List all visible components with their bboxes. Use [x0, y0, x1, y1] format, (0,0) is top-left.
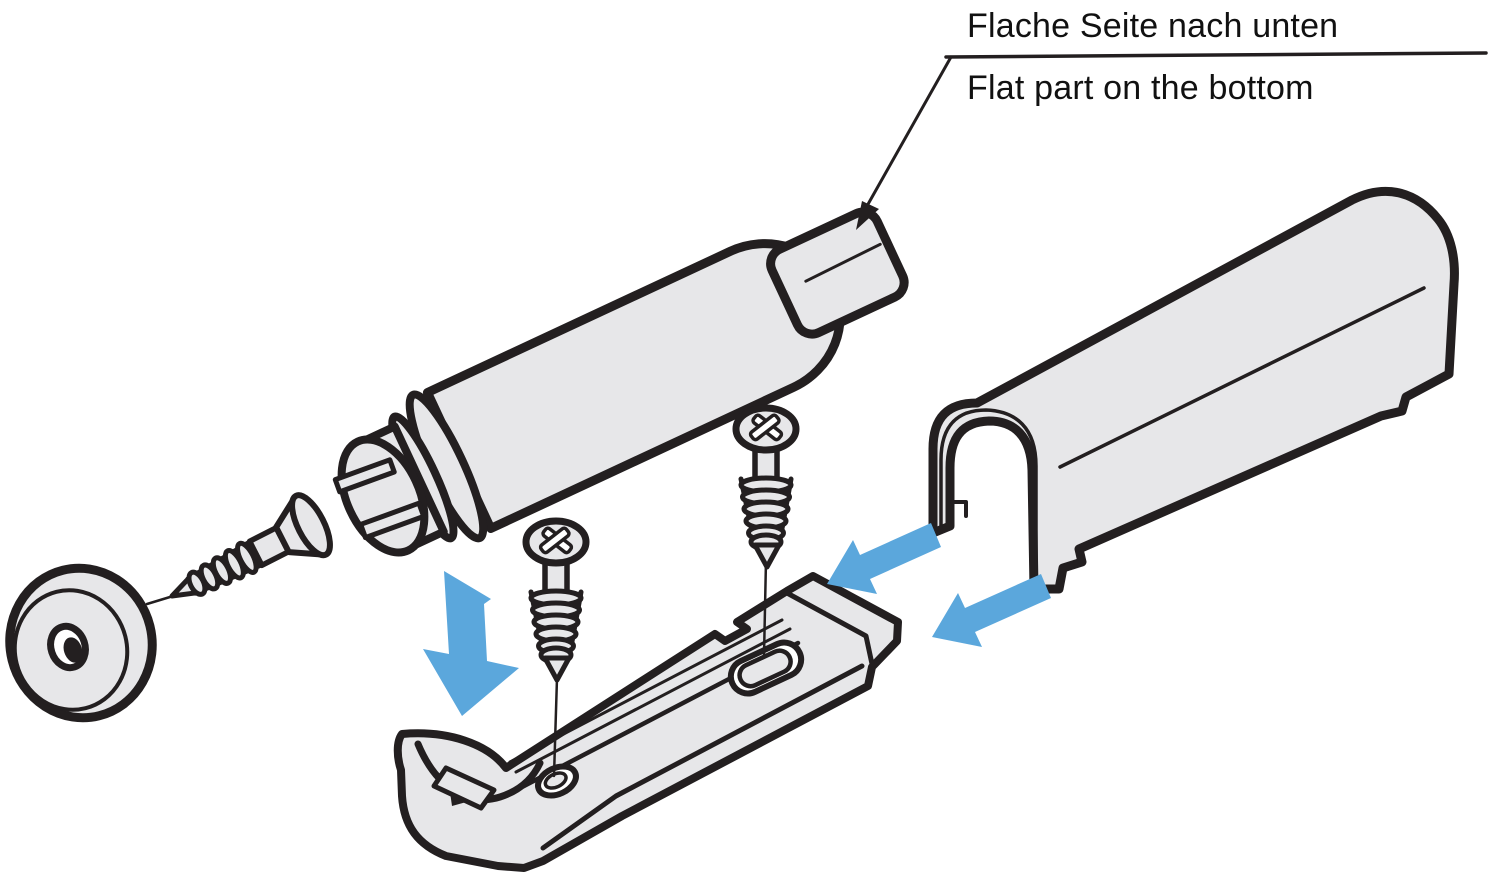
disc-hole-shadow	[63, 637, 83, 663]
pan-head-screw-front	[526, 521, 586, 680]
leader-arrowhead-icon	[856, 201, 879, 230]
pan-head-screw-rear	[736, 408, 796, 567]
cap-slot-lower	[358, 500, 427, 541]
label-german: Flache Seite nach unten	[967, 7, 1339, 45]
slide-arrow-upper-icon	[827, 523, 941, 594]
plunger-edge-line	[804, 242, 882, 283]
slide-arrow-lower-icon	[932, 574, 1051, 647]
label-english: Flat part on the bottom	[967, 69, 1314, 107]
plate-cradle-saddle	[414, 740, 544, 804]
cap-slot-upper	[332, 457, 397, 495]
disc-face-edge	[12, 588, 130, 712]
divider-line	[944, 51, 1488, 59]
insert-arrow-down-icon	[423, 571, 519, 716]
mounting-plate	[393, 572, 902, 872]
screw-guide-line-rear	[762, 558, 768, 658]
plate-flange-inner-edge	[784, 590, 875, 667]
plate-slot-hole	[727, 639, 805, 697]
cover-front-wall-line	[939, 408, 1038, 585]
screw-guide-line-front	[552, 676, 559, 778]
damper-cylinder	[332, 207, 909, 557]
cover-accent-line	[1058, 286, 1426, 469]
leader-line	[865, 55, 953, 208]
plate-cradle-clip	[431, 765, 497, 811]
plate-cradle-shadow	[450, 792, 470, 806]
housing-cover	[928, 186, 1459, 594]
screw-guide-line-disc	[145, 595, 172, 606]
magnet-disc	[5, 563, 157, 723]
plunger-flat-side	[766, 207, 909, 339]
countersunk-screw	[169, 492, 333, 599]
plate-thickness-edge	[540, 663, 865, 851]
cover-silhouette	[928, 186, 1459, 594]
screw-flat-head	[289, 492, 333, 559]
plate-rail-line-2	[514, 627, 792, 774]
screw-thread	[235, 540, 259, 575]
cover-clip-foot	[950, 500, 968, 518]
